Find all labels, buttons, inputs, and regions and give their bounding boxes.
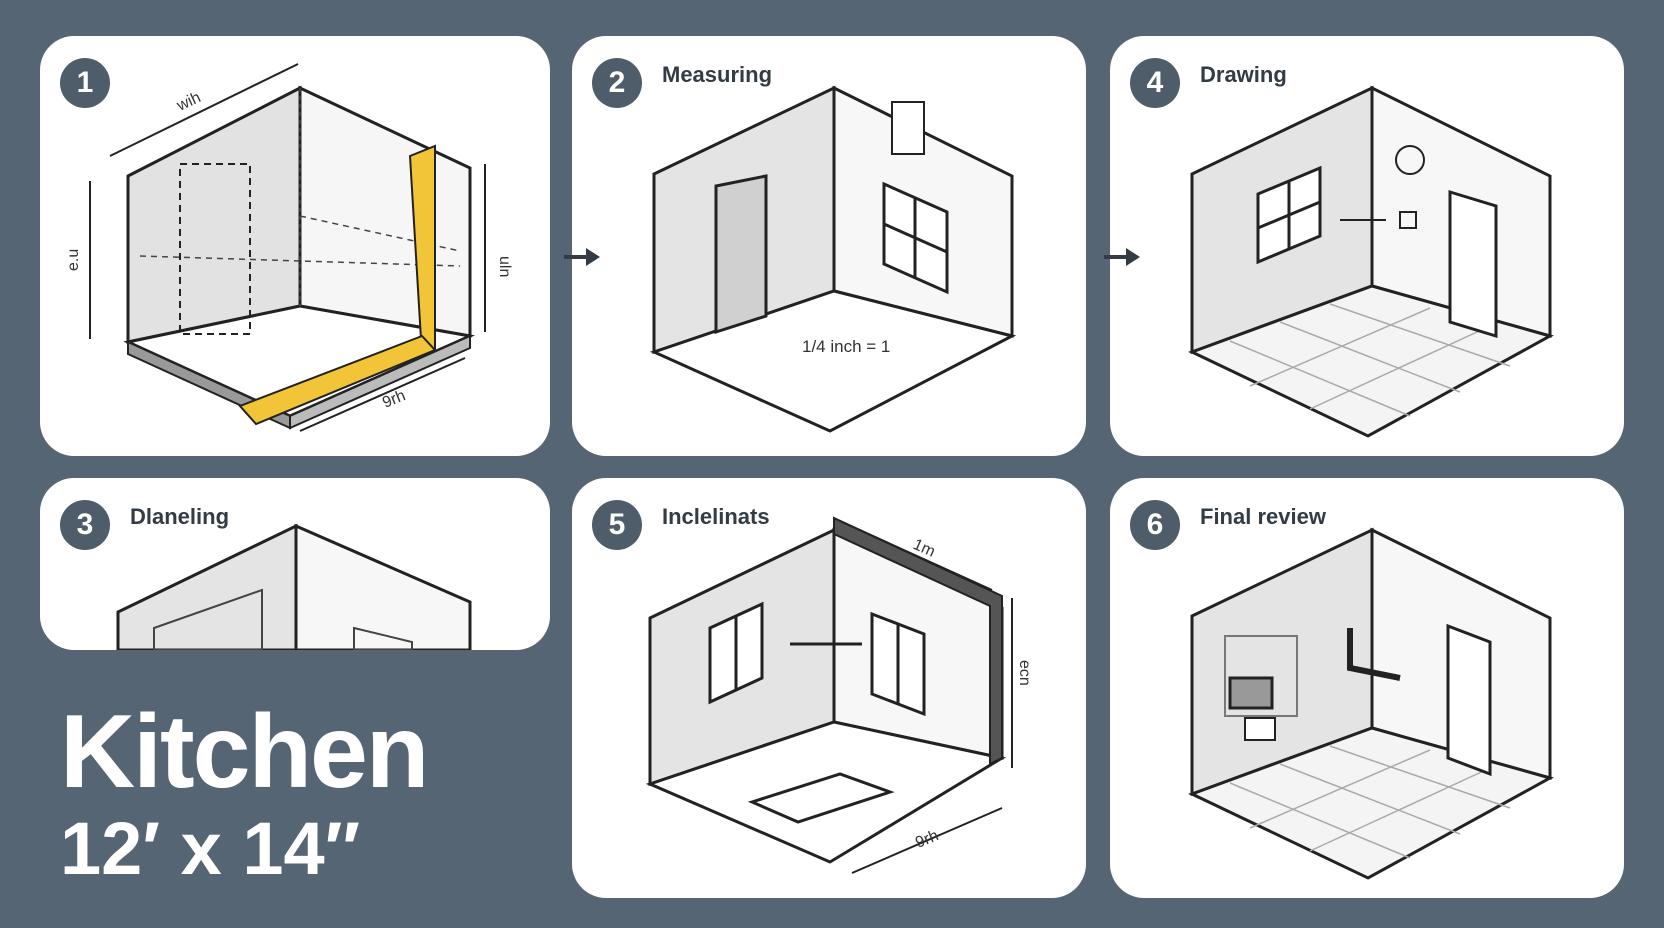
width-label: wih xyxy=(174,89,204,115)
step-title: Final review xyxy=(1200,504,1326,529)
step-badge: 6 xyxy=(1130,500,1180,550)
step-badge: 5 xyxy=(592,500,642,550)
height-label: e.u xyxy=(65,249,82,271)
room-name: Kitchen xyxy=(60,694,429,810)
step-card-6: 6 Final review xyxy=(1110,478,1624,898)
step-card-2: 1/4 inch = 1 2 Measuring xyxy=(572,36,1086,456)
arrow-right-icon xyxy=(564,248,600,266)
step-title: Drawing xyxy=(1200,62,1287,87)
right-height-label: uln xyxy=(496,256,513,277)
measuring-room-illustration: 1/4 inch = 1 xyxy=(649,85,1017,433)
step-title: Dlaneling xyxy=(130,504,230,529)
length-label: 9rh xyxy=(380,387,408,411)
step-card-5: 1m ecn 9rh 5 Inclelinats xyxy=(572,478,1086,898)
step-badge: 1 xyxy=(60,58,110,108)
step-title: Measuring xyxy=(662,62,773,87)
step-card-1: wih e.u uln 9rh 1 xyxy=(40,36,550,456)
step-badge: 2 xyxy=(592,58,642,108)
step-title: Inclelinats xyxy=(662,504,770,529)
step-card-3: 3 Dlaneling xyxy=(40,478,550,650)
planning-room-illustration xyxy=(116,523,472,650)
room-dimensions: 12′ x 14″ xyxy=(60,807,361,890)
right-height-label: ecn xyxy=(1016,660,1033,686)
drawing-room-illustration xyxy=(1188,85,1554,438)
step-card-4: 4 Drawing xyxy=(1110,36,1624,456)
arrow-right-icon xyxy=(1104,248,1140,266)
step-badge: 3 xyxy=(60,500,110,550)
final-review-room-illustration xyxy=(1188,527,1554,880)
step-badge: 4 xyxy=(1130,58,1180,108)
installing-room-illustration: 1m ecn 9rh xyxy=(645,516,1033,874)
room-tape-measure-illustration: wih e.u uln 9rh xyxy=(65,63,513,432)
bottom-length-label: 9rh xyxy=(913,827,941,851)
scale-label: 1/4 inch = 1 xyxy=(802,337,890,356)
